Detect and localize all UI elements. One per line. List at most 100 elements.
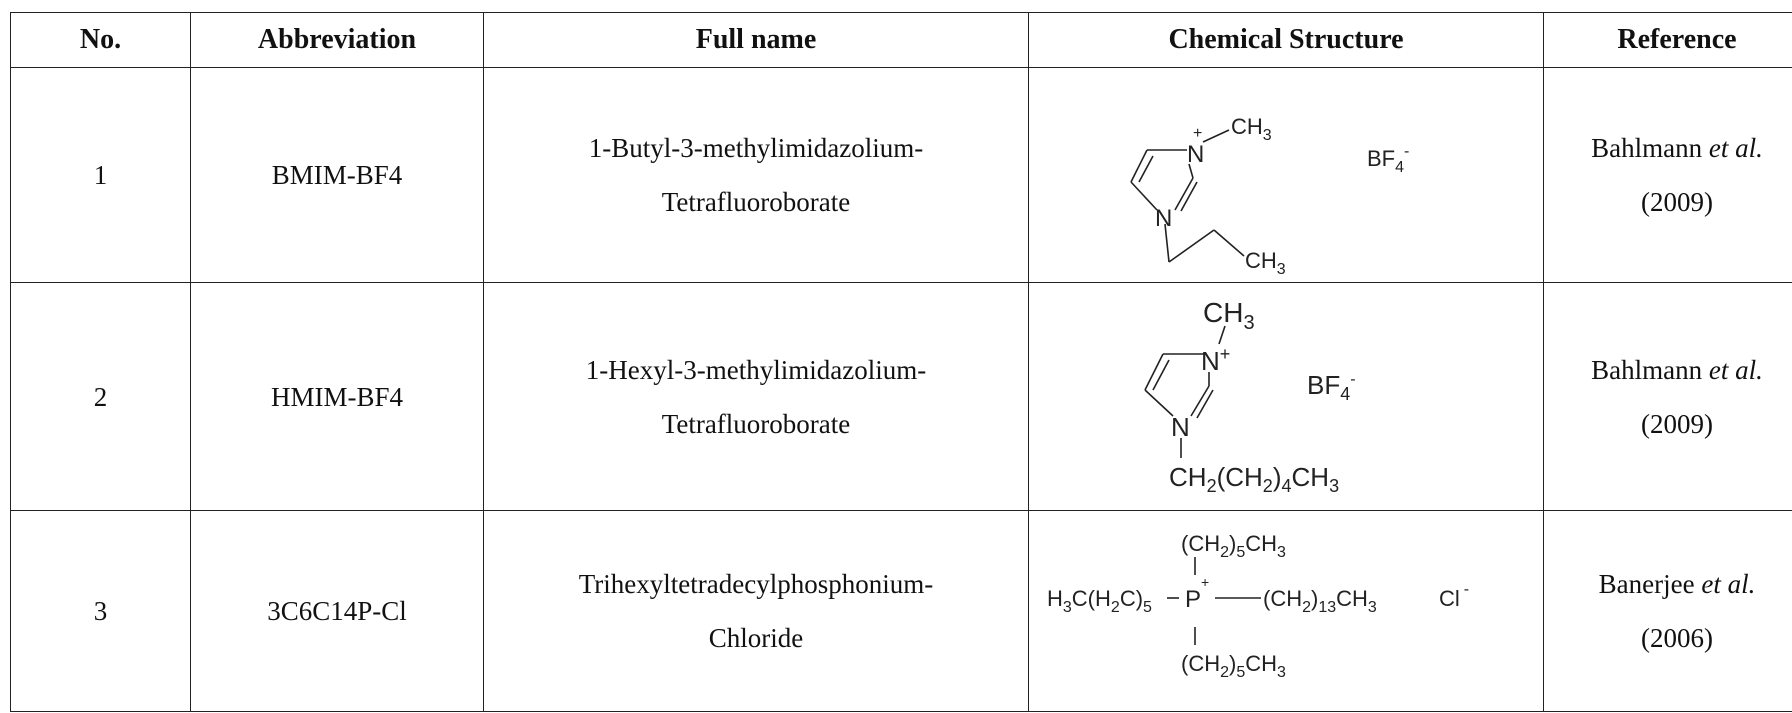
right-s3: 3 (1368, 599, 1377, 616)
chain-d: CH (1292, 462, 1330, 492)
left-s1: 3 (1063, 599, 1072, 616)
right-c: CH (1336, 586, 1368, 611)
imidazolium-ring-bonds (1144, 325, 1226, 458)
header-no: No. (10, 12, 191, 68)
left-hexyl: H3C(H2C)5 (1047, 586, 1152, 616)
table-row: 3 3C6C14P-Cl Trihexyltetradecylphosphoni… (10, 510, 1792, 712)
butyl-terminal-methyl: CH3 (1245, 248, 1286, 278)
chain-s4: 3 (1329, 476, 1339, 496)
bottom-a: (CH (1181, 651, 1220, 676)
top-s3: 3 (1277, 544, 1286, 561)
chain-s3: 4 (1281, 476, 1291, 496)
n-plus-charge: + (1193, 125, 1202, 142)
table-row: 1 BMIM-BF4 1-Butyl-3-methylimidazolium- … (10, 67, 1792, 283)
cell-reference: Bahlmann et al. (2009) (1543, 282, 1792, 511)
methyl-ch: CH (1203, 297, 1243, 328)
anion-sub: 4 (1395, 159, 1404, 176)
bf4-anion: BF4- (1307, 370, 1356, 404)
chain-b: (CH (1217, 462, 1263, 492)
right-s1: 2 (1302, 599, 1311, 616)
top-hexyl: (CH2)5CH3 (1181, 531, 1286, 561)
phosphonium-bonds (1167, 557, 1261, 645)
reference-line1: Bahlmann et al. (1544, 343, 1792, 397)
phosphorus-atom: P (1185, 586, 1201, 613)
chloride-anion: Cl- (1439, 581, 1469, 611)
right-s2: 13 (1318, 599, 1336, 616)
methyl-sub: 3 (1243, 312, 1254, 334)
methyl-sub: 3 (1263, 127, 1272, 144)
full-name-line2: Tetrafluoroborate (661, 187, 851, 217)
cell-abbreviation: BMIM-BF4 (190, 67, 484, 283)
methyl-ch: CH (1231, 114, 1263, 139)
ref-year: (2009) (1641, 408, 1713, 439)
bf4-anion: BF4- (1367, 143, 1409, 176)
n-atom: N (1171, 412, 1190, 442)
cell-full-name: Trihexyltetradecylphosphonium- Chloride (483, 510, 1029, 712)
full-name-line2: Tetrafluoroborate (661, 408, 851, 439)
ref-author: Banerjee (1598, 569, 1695, 599)
cell-no: 3 (10, 510, 191, 712)
methyl-group: CH3 (1231, 114, 1272, 144)
bottom-b: ) (1229, 651, 1236, 676)
top-s1: 2 (1220, 544, 1229, 561)
header-reference: Reference (1543, 12, 1792, 68)
imidazolium-ring-bonds (1130, 129, 1245, 263)
anion-charge: - (1464, 581, 1469, 598)
ref-year: (2009) (1641, 187, 1713, 217)
tail-ch: CH (1245, 248, 1277, 273)
phosphorus-charge: + (1201, 574, 1209, 590)
n-plus-charge: + (1220, 344, 1231, 364)
phosphonium-chloride-structure: (CH2)5CH3 H3C(H2C)5 P + (CH2)13CH3 (CH2)… (1047, 531, 1469, 681)
chain-s2: 2 (1263, 476, 1273, 496)
ref-etal: et al. (1708, 133, 1763, 163)
cell-chemical-structure: (CH2)5CH3 H3C(H2C)5 P + (CH2)13CH3 (CH2)… (1028, 510, 1544, 712)
left-s3: 5 (1143, 599, 1152, 616)
left-a: H (1047, 586, 1063, 611)
anion-main: BF (1367, 146, 1395, 171)
table-row: 2 HMIM-BF4 1-Hexyl-3-methylimidazolium- … (10, 282, 1792, 511)
left-c: C) (1120, 586, 1143, 611)
cell-full-name: 1-Butyl-3-methylimidazolium- Tetrafluoro… (483, 67, 1029, 283)
chain-a: CH (1169, 462, 1207, 492)
header-row: No. Abbreviation Full name Chemical Stru… (10, 12, 1792, 68)
cell-full-name: 1-Hexyl-3-methylimidazolium- Tetrafluoro… (483, 282, 1029, 511)
full-name-line1: 1-Butyl-3-methylimidazolium- (588, 133, 924, 163)
header-full-name: Full name (483, 12, 1029, 68)
ref-year: (2006) (1641, 623, 1713, 653)
n-plus-atom: N (1201, 346, 1220, 376)
n-plus-atom: N (1187, 141, 1204, 168)
bottom-hexyl: (CH2)5CH3 (1181, 651, 1286, 681)
top-c: CH (1245, 531, 1277, 556)
anion-main: BF (1307, 370, 1340, 400)
full-name-line2: Chloride (708, 623, 804, 653)
n-plus-group: N+ (1201, 344, 1230, 376)
full-name-line1: Trihexyltetradecylphosphonium- (578, 569, 934, 599)
ref-etal: et al. (1701, 569, 1756, 599)
cell-chemical-structure: CH3 N+ N CH2(CH2)4CH3 BF4- (1028, 282, 1544, 511)
hexyl-chain: CH2(CH2)4CH3 (1169, 462, 1339, 496)
left-b: C(H (1072, 586, 1111, 611)
n-atom: N (1155, 205, 1172, 232)
chain-c: ) (1273, 462, 1282, 492)
tail-sub: 3 (1277, 261, 1286, 278)
ionic-liquids-table: No. Abbreviation Full name Chemical Stru… (10, 12, 1792, 712)
bottom-c: CH (1245, 651, 1277, 676)
methyl-group: CH3 (1203, 297, 1255, 334)
bottom-s3: 3 (1277, 664, 1286, 681)
full-name-line1: 1-Hexyl-3-methylimidazolium- (585, 354, 927, 385)
bmim-bf4-structure: N + N CH3 CH3 BF4- (1130, 114, 1409, 278)
top-b: ) (1229, 531, 1236, 556)
reference-line1: Banerjee et al. (1544, 557, 1792, 611)
cell-abbreviation: HMIM-BF4 (190, 282, 484, 511)
right-b: ) (1311, 586, 1318, 611)
anion-charge: - (1350, 371, 1355, 388)
ref-author: Bahlmann (1591, 133, 1703, 163)
bottom-s2: 5 (1236, 664, 1245, 681)
cell-no: 1 (10, 67, 191, 283)
cell-no: 2 (10, 282, 191, 511)
header-chemical-structure: Chemical Structure (1028, 12, 1544, 68)
left-s2: 2 (1111, 599, 1120, 616)
top-s2: 5 (1236, 544, 1245, 561)
anion-sub: 4 (1340, 384, 1350, 404)
ref-author: Bahlmann (1591, 354, 1703, 385)
